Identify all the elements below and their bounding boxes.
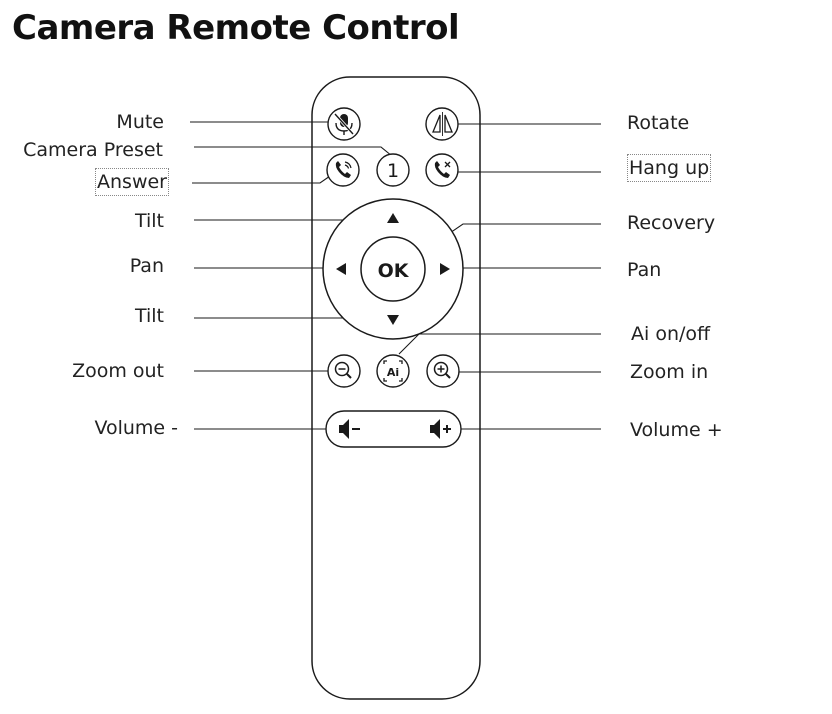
magnifier-plus-icon <box>433 361 451 379</box>
ok-button[interactable]: OK <box>360 236 426 302</box>
label-zoom-out: Zoom out <box>72 360 164 382</box>
label-mute: Mute <box>116 111 164 133</box>
direction-pad: OK <box>322 198 464 340</box>
speaker-plus-icon <box>430 419 451 439</box>
label-ai-onoff: Ai on/off <box>631 323 711 345</box>
arrow-left-icon[interactable] <box>336 263 346 275</box>
diagram-title: Camera Remote Control <box>12 8 460 48</box>
label-camera-preset: Camera Preset <box>23 139 163 161</box>
zoom-in-button[interactable] <box>426 354 460 388</box>
phone-hangup-icon <box>434 161 451 178</box>
preset-number: 1 <box>387 160 399 182</box>
leader-answer <box>192 175 331 184</box>
microphone-muted-icon <box>333 112 355 136</box>
label-volume-minus: Volume - <box>94 417 178 439</box>
volume-rocker <box>325 410 462 448</box>
hang-up-button[interactable] <box>425 153 459 187</box>
magnifier-minus-icon <box>334 361 352 379</box>
ok-label: OK <box>378 260 410 282</box>
arrow-up-icon[interactable] <box>387 213 399 223</box>
label-tilt-up: Tilt <box>134 210 164 232</box>
label-zoom-in: Zoom in <box>630 361 709 383</box>
leader-camera-preset <box>194 146 393 157</box>
leader-lines <box>190 121 601 430</box>
zoom-out-button[interactable] <box>327 354 361 388</box>
ai-label: Ai <box>387 366 399 379</box>
label-recovery: Recovery <box>627 212 716 234</box>
mute-button[interactable] <box>327 107 361 141</box>
label-rotate: Rotate <box>627 112 690 134</box>
label-pan-right: Pan <box>627 259 662 281</box>
label-pan-left: Pan <box>129 255 164 277</box>
rotate-button[interactable] <box>425 107 459 141</box>
ai-button[interactable]: Ai <box>376 354 410 388</box>
volume-up-button[interactable] <box>430 419 451 439</box>
label-hang-up: Hang up <box>626 154 712 182</box>
answer-button[interactable] <box>326 153 360 187</box>
speaker-minus-icon <box>339 419 360 439</box>
label-answer: Answer <box>95 168 169 196</box>
ai-frame-icon: Ai <box>383 360 403 382</box>
phone-answer-icon <box>335 161 352 178</box>
volume-down-button[interactable] <box>339 419 360 439</box>
label-tilt-down: Tilt <box>134 305 164 327</box>
arrow-down-icon[interactable] <box>387 315 399 325</box>
label-volume-plus: Volume + <box>630 419 723 441</box>
camera-preset-button[interactable]: 1 <box>376 153 410 187</box>
arrow-right-icon[interactable] <box>440 263 450 275</box>
volume-rocker-body <box>325 410 462 448</box>
flip-rotate-icon <box>432 112 453 136</box>
